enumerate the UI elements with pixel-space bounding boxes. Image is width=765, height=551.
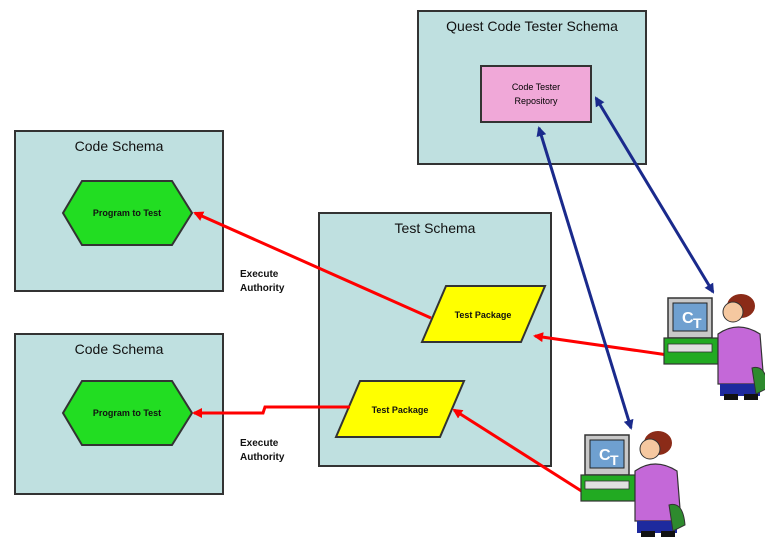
program-to-test-bottom: Program to Test (61, 380, 194, 446)
monitor-bottom-letter-c: C (599, 447, 611, 464)
execute-authority-bottom-line1: Execute (240, 438, 279, 449)
test-schema-title: Test Schema (394, 220, 476, 236)
code-schema-bottom-title: Code Schema (74, 341, 164, 357)
test-package-bottom: Test Package (334, 380, 466, 438)
monitor-top-letter-t: T (693, 315, 702, 331)
execute-authority-bottom: Execute Authority (240, 437, 284, 465)
repo-arrow-top-user (594, 96, 715, 294)
repository-line1: Code Tester (511, 82, 561, 92)
execute-authority-top: Execute Authority (240, 268, 284, 296)
program-top-label: Program to Test (93, 208, 161, 218)
test-package-top-label: Test Package (455, 310, 512, 320)
execute-arrow-bottom (192, 405, 350, 418)
program-bottom-label: Program to Test (93, 408, 161, 418)
code-tester-repository: Code Tester Repository (480, 65, 592, 123)
execute-authority-top-line2: Authority (240, 283, 285, 294)
execute-arrow-top (193, 211, 432, 320)
test-package-top: Test Package (420, 285, 547, 343)
execute-authority-top-line1: Execute (240, 269, 279, 280)
user-bottom-to-package-arrow (452, 408, 584, 494)
monitor-top-letter-c: C (682, 310, 694, 327)
program-to-test-top: Program to Test (61, 180, 194, 246)
execute-authority-bottom-line2: Authority (240, 452, 285, 463)
repo-arrow-bottom-user (536, 126, 634, 430)
workstation-user-top: C T (663, 294, 765, 400)
quest-schema-title: Quest Code Tester Schema (446, 18, 618, 34)
monitor-bottom-letter-t: T (610, 452, 619, 468)
code-schema-top-title: Code Schema (74, 138, 164, 154)
workstation-user-bottom: C T (580, 431, 686, 537)
user-top-to-package-arrow (533, 332, 669, 357)
test-package-bottom-label: Test Package (372, 405, 429, 415)
quest-code-tester-schema: Quest Code Tester Schema (417, 10, 647, 165)
repository-line2: Repository (514, 96, 558, 106)
